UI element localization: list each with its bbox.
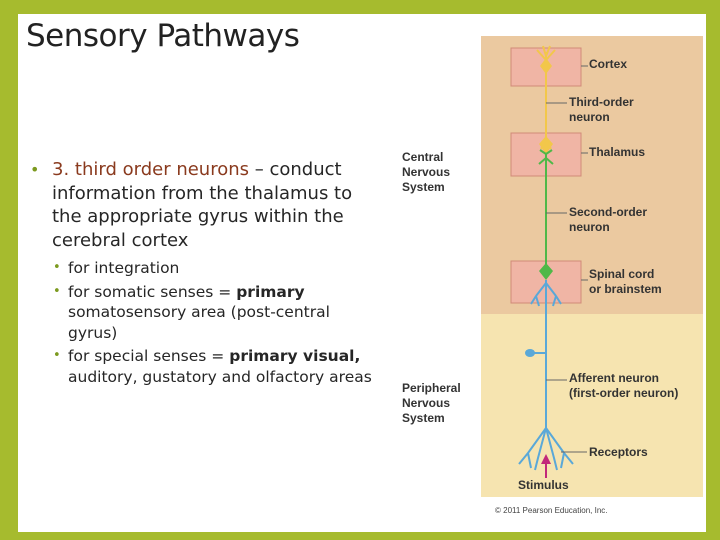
cns-label: Central Nervous System bbox=[402, 150, 451, 194]
sub-bullet-bold: primary bbox=[236, 282, 305, 301]
third-order-neuron-label: Third-order neuron bbox=[569, 95, 634, 124]
stimulus-arrow bbox=[541, 454, 551, 478]
leader-lines bbox=[546, 65, 588, 453]
thalamus-label: Thalamus bbox=[589, 145, 646, 159]
second-order-cell-body bbox=[539, 263, 553, 280]
sub-bullet-text: for somatic senses = bbox=[68, 282, 237, 301]
sub-bullet-text: somatosensory area (post-central gyrus) bbox=[68, 303, 330, 342]
slide-border-top bbox=[18, 0, 706, 14]
second-order-neuron bbox=[538, 149, 554, 265]
third-order-cell-body bbox=[540, 58, 552, 74]
pns-label: Peripheral Nervous System bbox=[402, 381, 461, 425]
afferent-neuron-label: Afferent neuron (first-order neuron) bbox=[569, 371, 679, 400]
main-bullet-lead: 3. third order neurons bbox=[52, 159, 250, 180]
sub-bullet-list: • for integration • for somatic senses = p… bbox=[28, 258, 373, 387]
bullet-dot-icon: • bbox=[30, 160, 40, 179]
sensory-pathway-figure: Central Nervous System Peripheral Nervou… bbox=[393, 28, 706, 522]
main-bullet: • 3. third order neurons – conduct inform… bbox=[28, 158, 373, 252]
pathway-diagram bbox=[481, 36, 703, 497]
sub-bullet-special: • for special senses = primary visual, au… bbox=[28, 346, 373, 387]
first-order-cell-body bbox=[525, 349, 535, 357]
main-bullet-text: – conduct information from the thalamus … bbox=[52, 159, 353, 251]
slide-border-left bbox=[0, 0, 18, 540]
third-order-thalamus-body bbox=[539, 136, 553, 154]
bullet-dot-icon: • bbox=[53, 348, 61, 363]
bullet-dot-icon: • bbox=[53, 283, 61, 299]
sub-bullet-text: for integration bbox=[68, 259, 180, 277]
copyright-notice: © 2011 Pearson Education, Inc. bbox=[495, 506, 608, 515]
slide-title: Sensory Pathways bbox=[26, 18, 300, 54]
sub-bullet-text: auditory, gustatory and olfactory areas bbox=[68, 367, 372, 386]
sub-bullet-somatic: • for somatic senses = primary somatosens… bbox=[28, 282, 373, 344]
slide-body: • 3. third order neurons – conduct inform… bbox=[28, 158, 373, 390]
sub-bullet-bold: primary visual, bbox=[229, 347, 361, 365]
slide-border-bottom bbox=[18, 532, 706, 540]
receptors-label: Receptors bbox=[589, 445, 648, 459]
sub-bullet-text: for special senses = bbox=[68, 347, 230, 365]
stimulus-label: Stimulus bbox=[518, 478, 569, 492]
pns-region bbox=[481, 314, 703, 497]
spinal-cord-label: Spinal cord or brainstem bbox=[589, 267, 662, 296]
slide-border-right bbox=[706, 0, 720, 540]
sub-bullet-integration: • for integration bbox=[28, 258, 373, 279]
cortex-label: Cortex bbox=[589, 57, 628, 71]
bullet-dot-icon: • bbox=[53, 260, 61, 275]
first-order-neuron bbox=[518, 280, 574, 471]
second-order-neuron-label: Second-order neuron bbox=[569, 205, 648, 234]
